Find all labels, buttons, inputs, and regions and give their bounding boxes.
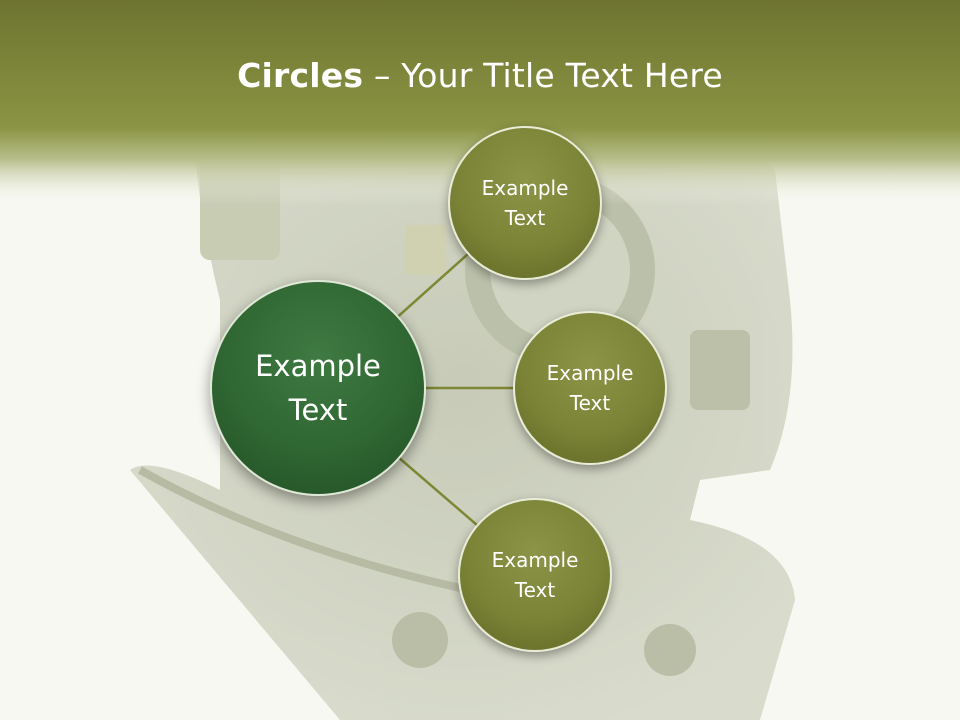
title-rest: – Your Title Text Here	[363, 56, 723, 95]
title-bold: Circles	[237, 56, 364, 95]
center-circle[interactable]: Example Text	[210, 280, 426, 496]
node-circle-label: Example Text	[491, 548, 579, 602]
center-circle-label: Example Text	[255, 349, 381, 427]
node-circle-middle[interactable]: Example Text	[513, 311, 667, 465]
node-circle-label: Example Text	[481, 176, 569, 230]
node-circle-bottom[interactable]: Example Text	[458, 498, 612, 652]
node-circle-top[interactable]: Example Text	[448, 126, 602, 280]
slide-title: Circles – Your Title Text Here	[0, 56, 960, 95]
node-circle-label: Example Text	[546, 361, 634, 415]
